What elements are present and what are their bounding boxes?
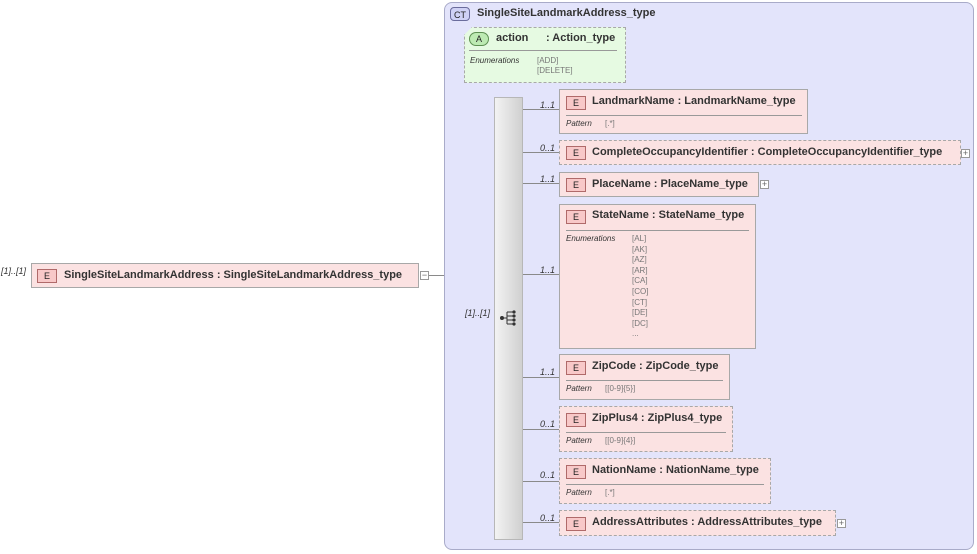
separator [566, 380, 723, 381]
expand-toggle[interactable]: + [837, 518, 846, 528]
facet-label: Pattern [566, 436, 592, 445]
facet-label: Pattern [566, 488, 592, 497]
facet-value: [.*] [605, 119, 615, 128]
facet-value: [AR] [632, 265, 648, 275]
element-badge: E [566, 146, 586, 160]
complex-type-title: SingleSiteLandmarkAddress_type [477, 7, 656, 19]
element-badge: E [566, 96, 586, 110]
element-state-name[interactable]: E StateName : StateName_type Enumeration… [559, 204, 756, 349]
facet-value: [CA] [632, 276, 648, 286]
element-nation-name[interactable]: E NationName : NationName_type Pattern [… [559, 458, 771, 504]
occurrence-label: 1..1 [540, 100, 556, 110]
occurrence-label: 0..1 [540, 419, 556, 429]
occurrence-label: 0..1 [540, 143, 556, 153]
element-name: AddressAttributes : AddressAttributes_ty… [592, 516, 823, 528]
separator [566, 432, 726, 433]
element-zip-code[interactable]: E ZipCode : ZipCode_type Pattern [[0-9]{… [559, 354, 730, 400]
facet-label: Pattern [566, 119, 592, 128]
facet-value: [AK] [632, 244, 648, 254]
facet-value: [CO] [632, 287, 649, 296]
facet-value: [.*] [605, 488, 615, 497]
element-landmark-name[interactable]: E LandmarkName : LandmarkName_type Patte… [559, 89, 808, 134]
facet-value: [ADD] [537, 56, 559, 65]
complex-type-badge: CT [450, 7, 470, 21]
element-name: ZipCode : ZipCode_type [592, 360, 719, 372]
attribute-type: : Action_type [546, 32, 616, 44]
facet-value: [[0-9]{4}] [605, 436, 636, 445]
element-name: LandmarkName : LandmarkName_type [592, 95, 796, 107]
separator [566, 484, 764, 485]
expand-toggle[interactable]: + [961, 148, 970, 158]
collapse-toggle[interactable]: − [420, 270, 429, 280]
element-name: ZipPlus4 : ZipPlus4_type [592, 412, 723, 424]
connector [523, 152, 559, 153]
connector [523, 377, 559, 378]
element-name: NationName : NationName_type [592, 464, 759, 476]
facet-value: [DC] [632, 318, 648, 328]
element-name: CompleteOccupancyIdentifier : CompleteOc… [592, 146, 943, 158]
occurrence-label: 1..1 [540, 367, 556, 377]
facet-value: ... [632, 329, 639, 339]
occurrence-label: 0..1 [540, 513, 556, 523]
connector [523, 429, 559, 430]
connector [523, 481, 559, 482]
connector [523, 183, 559, 184]
facet-value: [DE] [632, 308, 648, 318]
facet-label: Pattern [566, 384, 592, 393]
element-place-name[interactable]: E PlaceName : PlaceName_type [559, 172, 759, 197]
separator [469, 50, 617, 51]
occurrence-label: 0..1 [540, 470, 556, 480]
facet-label: Enumerations [470, 56, 520, 65]
facet-value: [CT] [632, 297, 648, 307]
occurrence-label: 1..1 [540, 265, 556, 275]
sequence-compositor-icon [500, 310, 516, 326]
attribute-badge: A [469, 32, 489, 46]
root-element[interactable]: E SingleSiteLandmarkAddress : SingleSite… [31, 263, 419, 288]
expand-toggle[interactable]: + [760, 179, 769, 189]
connector [429, 275, 455, 276]
element-badge: E [566, 413, 586, 427]
element-badge: E [37, 269, 57, 283]
sequence-occurrence: [1]..[1] [465, 308, 491, 318]
root-occurrence: [1]..[1] [1, 266, 27, 276]
element-badge: E [566, 178, 586, 192]
element-zip-plus4[interactable]: E ZipPlus4 : ZipPlus4_type Pattern [[0-9… [559, 406, 733, 452]
occurrence-label: 1..1 [540, 174, 556, 184]
element-badge: E [566, 465, 586, 479]
element-badge: E [566, 361, 586, 375]
facet-value: [AZ] [632, 255, 647, 265]
sequence-bar [494, 97, 523, 540]
element-name: PlaceName : PlaceName_type [592, 178, 748, 190]
separator [566, 115, 802, 116]
facet-value: [DELETE] [537, 66, 573, 75]
connector [523, 274, 559, 275]
attribute-box[interactable] [464, 27, 626, 83]
attribute-name: action [496, 32, 529, 44]
root-element-name: SingleSiteLandmarkAddress : SingleSiteLa… [64, 269, 403, 281]
facet-label: Enumerations [566, 234, 616, 243]
facet-value: [AL] [632, 234, 647, 243]
element-badge: E [566, 517, 586, 531]
facet-value: [[0-9]{5}] [605, 384, 636, 393]
connector [523, 522, 559, 523]
element-badge: E [566, 210, 586, 224]
element-name: StateName : StateName_type [592, 209, 745, 221]
connector [523, 109, 559, 110]
element-complete-occupancy-identifier[interactable]: E CompleteOccupancyIdentifier : Complete… [559, 140, 961, 165]
separator [566, 230, 749, 231]
element-address-attributes[interactable]: E AddressAttributes : AddressAttributes_… [559, 510, 836, 536]
